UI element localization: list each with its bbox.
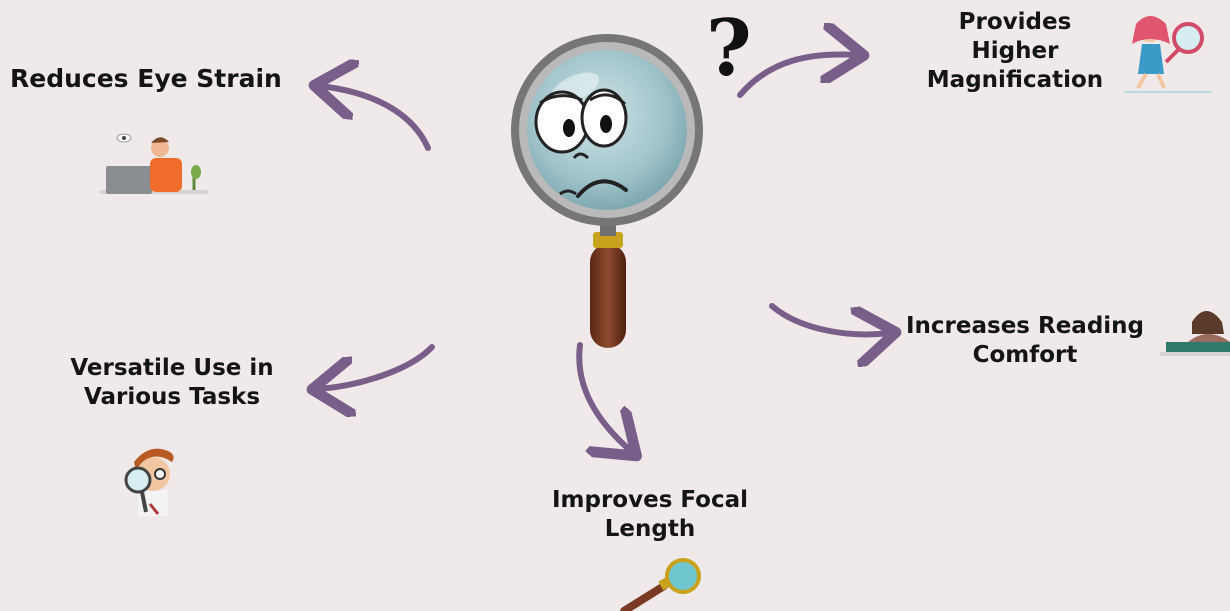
arrow-to-focal-length	[579, 345, 632, 452]
small-magnifying-glass-icon	[624, 560, 699, 611]
person-at-laptop-icon	[100, 134, 208, 194]
benefit-versatile-use: Versatile Use in Various Tasks	[62, 354, 282, 412]
arrow-to-eye-strain	[320, 86, 428, 148]
girl-with-magnifier-icon	[1124, 16, 1212, 92]
sad-magnifying-glass-icon	[511, 34, 703, 348]
benefit-reduces-eye-strain: Reduces Eye Strain	[10, 64, 282, 93]
benefit-focal-length: Improves Focal Length	[550, 486, 750, 544]
question-mark: ?	[706, 10, 752, 88]
benefit-higher-magnification: Provides Higher Magnification	[925, 8, 1105, 95]
benefit-reading-comfort: Increases Reading Comfort	[905, 312, 1145, 370]
arrow-to-versatile	[318, 347, 432, 389]
person-reading-icon	[1160, 311, 1230, 356]
arrow-to-magnification	[740, 54, 858, 95]
boy-with-magnifier-icon	[126, 449, 174, 516]
arrow-to-reading-comfort	[772, 306, 890, 334]
